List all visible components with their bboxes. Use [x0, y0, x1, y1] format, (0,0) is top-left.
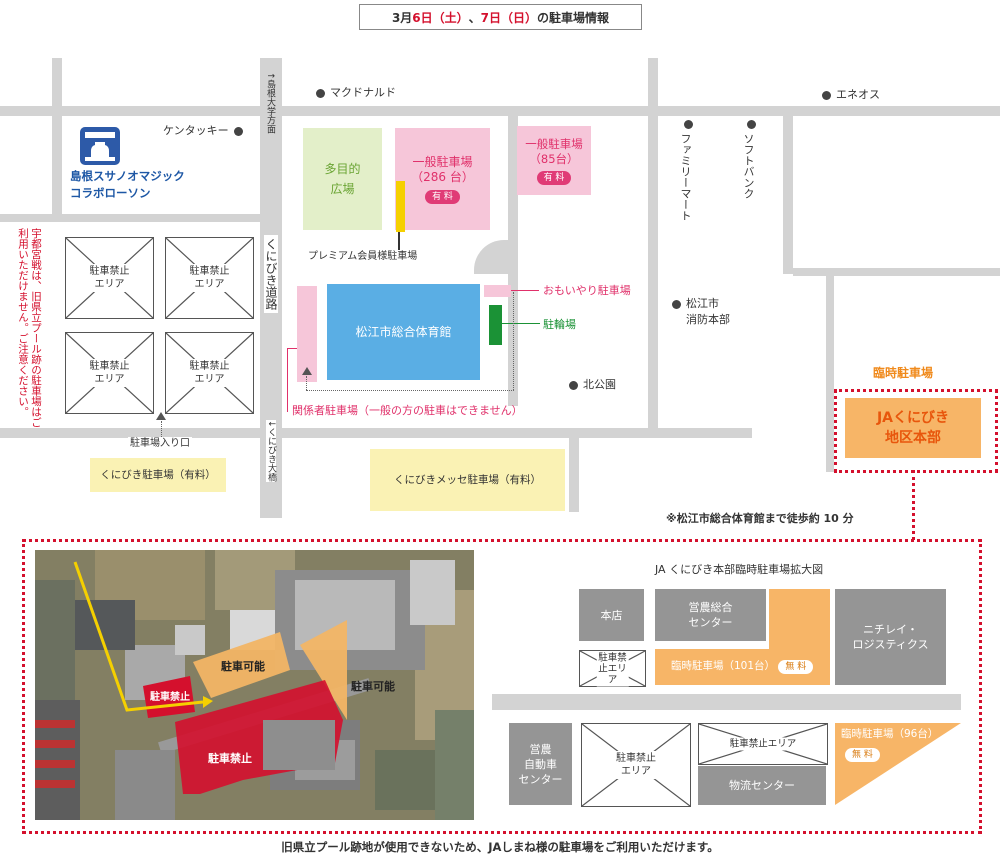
enlarged-frame — [22, 539, 982, 834]
road — [648, 58, 658, 428]
temp-title: 臨時駐車場 — [873, 366, 934, 380]
eino-center: 営農総合センター — [655, 589, 766, 641]
gym: 松江市総合体育館 — [327, 284, 480, 380]
lot101: 臨時駐車場（101台） 無 料 — [655, 589, 830, 685]
no-parking-label: 駐車禁止エリア — [87, 359, 132, 387]
entrance-label: 駐車場入り口 — [128, 437, 192, 451]
road-north-label: ↑島根大学方面 — [265, 72, 275, 134]
lot96-label: 臨時駐車場（96台） — [841, 728, 939, 740]
car-center: 営農自動車センター — [509, 723, 572, 805]
softbank-marker: ソフトバンク — [741, 120, 756, 199]
detail-no-parking: 駐車禁止エリア — [581, 723, 691, 807]
staff-leader — [287, 348, 297, 349]
messe-lot: くにびきメッセ駐車場（有料） — [370, 449, 565, 511]
plaza: 多目的広場 — [303, 128, 382, 230]
road — [793, 268, 1000, 276]
no-parking-area: 駐車禁止エリア — [65, 332, 154, 414]
route-line — [513, 292, 514, 390]
road-main-label: くにびき道路 — [264, 235, 278, 313]
bicycle-lot — [489, 305, 502, 345]
no-parking-area: 駐車禁止エリア — [65, 237, 154, 319]
omoiyari-label: おもいやり駐車場 — [543, 284, 631, 297]
general-lot-85: 一般駐車場 （85台） 有 料 — [517, 126, 591, 195]
no-parking-label: 駐車禁止エリア — [87, 264, 132, 292]
road — [826, 276, 834, 472]
premium-leader — [398, 232, 400, 250]
no-parking-label: 駐車禁止エリア — [187, 264, 232, 292]
paid-badge: 有 料 — [425, 189, 460, 204]
staff-lot — [297, 286, 317, 382]
detail-no-parking: 駐車禁止エリア — [698, 723, 828, 765]
mcdonalds-marker: マクドナルド — [316, 86, 396, 100]
lot101-label: 臨時駐車場（101台） 無 料 — [671, 659, 814, 674]
road — [0, 214, 262, 222]
aerial-ok-label: 駐車可能 — [351, 680, 395, 693]
bicycle-label: 駐輪場 — [543, 318, 576, 331]
entrance-line — [161, 421, 162, 439]
lawson-logo-icon — [80, 127, 120, 165]
park-marker: 北公園 — [569, 378, 616, 392]
omoiyari-leader — [511, 290, 539, 291]
no-parking-area: 駐車禁止エリア — [165, 332, 254, 414]
general-lot-286: 一般駐車場 （286 台） 有 料 — [395, 128, 490, 230]
road — [0, 106, 1000, 116]
road — [783, 116, 793, 274]
bicycle-leader — [502, 323, 540, 324]
fire-dept-marker: 松江市 消防本部 — [672, 296, 730, 328]
footer-note: 旧県立プール跡地が使用できないため、JAしまね様の駐車場をご利用いただけます。 — [281, 840, 719, 854]
temp-connector — [912, 470, 915, 540]
omoiyari-lot — [484, 285, 511, 297]
no-parking-label: 駐車禁止エリア — [187, 359, 232, 387]
route-arrow-icon — [302, 367, 312, 375]
lot96: 臨時駐車場（96台） 無 料 — [835, 723, 961, 805]
road — [569, 430, 579, 512]
staff-label: 関係者駐車場（一般の方の駐車はできません） — [292, 404, 523, 417]
aerial-photo: 駐車可能 駐車可能 駐車禁止 駐車禁止 — [35, 550, 474, 820]
honten: 本店 — [579, 589, 644, 641]
detail-title: JA くにびき本部臨時駐車場拡大図 — [655, 563, 824, 576]
logistics-center: 物流センター — [698, 766, 826, 805]
free-badge-wrap: 無 料 — [845, 747, 880, 762]
kfc-marker: ケンタッキー — [163, 124, 243, 138]
kunibiki-lot: くにびき駐車場（有料） — [90, 458, 226, 492]
walk-note: ※松江市総合体育館まで徒歩約 10 分 — [666, 512, 854, 525]
temp-frame — [834, 389, 998, 473]
aerial-ok-label: 駐車可能 — [221, 660, 265, 673]
road — [0, 428, 752, 438]
paid-badge: 有 料 — [536, 170, 572, 185]
aerial-ng-label: 駐車禁止 — [208, 752, 252, 765]
familymart-marker: ファミリーマート — [678, 120, 693, 221]
detail-no-parking: 駐車禁止エリア — [579, 650, 646, 687]
free-badge: 無 料 — [778, 660, 814, 674]
lawson-label: 島根スサノオマジック コラボローソン — [70, 169, 185, 200]
road-curve — [474, 240, 514, 274]
free-badge: 無 料 — [845, 748, 880, 762]
premium-label: プレミアム会員様駐車場 — [308, 251, 418, 262]
no-parking-area: 駐車禁止エリア — [165, 237, 254, 319]
aerial-ng-label: 駐車禁止 — [150, 692, 190, 703]
route-line — [306, 376, 307, 390]
nichirei: ニチレイ・ロジスティクス — [835, 589, 946, 685]
staff-leader — [287, 348, 288, 412]
detail-road — [492, 694, 961, 710]
road — [52, 58, 62, 218]
entrance-arrow-icon — [156, 412, 166, 420]
ja-hq: JAくにびき 地区本部 — [845, 398, 981, 458]
route-line — [306, 390, 514, 391]
eneos-marker: エネオス — [822, 88, 880, 102]
premium-lot — [396, 181, 405, 232]
road-south-label: ↓くにびき大橋 — [266, 420, 276, 482]
warning-note: 宇都宮戦は、旧県立プール跡の駐車場はご利用いただけません。ご注意ください。 — [17, 228, 42, 428]
